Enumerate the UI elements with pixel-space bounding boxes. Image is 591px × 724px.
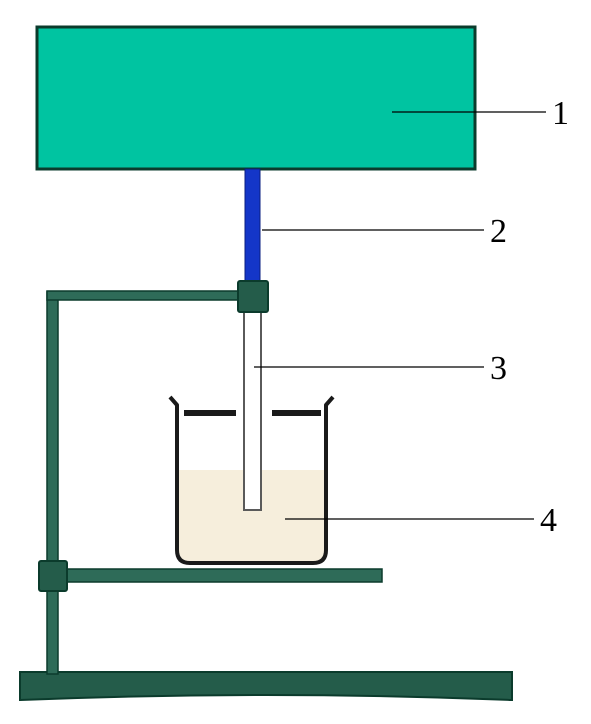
base-plate — [19, 671, 513, 702]
stand-pole — [46, 291, 59, 675]
platform-clamp — [38, 560, 68, 592]
motor-housing — [35, 25, 477, 171]
drive-shaft — [244, 168, 261, 282]
lid-right — [272, 410, 321, 416]
probe-rod — [243, 311, 262, 511]
beaker — [168, 395, 335, 565]
callout-label-4: 4 — [540, 502, 557, 539]
shaft-coupling — [237, 280, 269, 313]
callout-label-3: 3 — [490, 350, 507, 387]
liquid-sample — [177, 470, 326, 563]
platform — [57, 568, 383, 583]
lid-left — [184, 410, 236, 416]
upper-arm — [46, 290, 244, 301]
callout-label-2: 2 — [490, 213, 507, 250]
callout-label-1: 1 — [552, 95, 569, 132]
leader-lines — [254, 111, 546, 520]
